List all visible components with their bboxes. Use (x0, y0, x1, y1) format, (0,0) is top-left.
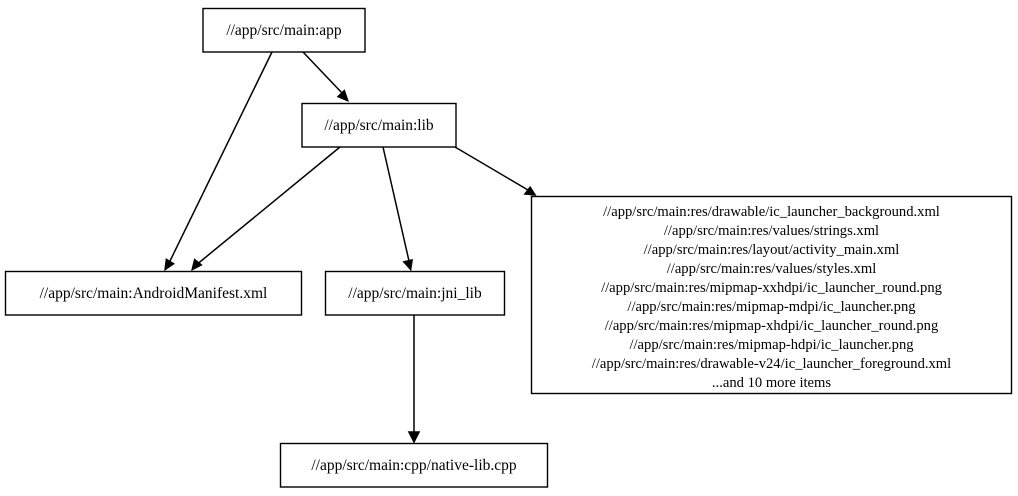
node-resources[interactable]: //app/src/main:res/drawable/ic_launcher_… (530, 195, 1013, 395)
resources-line-7: //app/src/main:res/mipmap-xhdpi/ic_launc… (605, 318, 939, 334)
edge-lib-to-androidmanifest (191, 146, 341, 272)
resources-line-10-more-items: ...and 10 more items (712, 375, 831, 391)
resources-line-2: //app/src/main:res/values/strings.xml (664, 223, 879, 239)
node-app-label: //app/src/main:app (226, 22, 342, 39)
node-native-lib[interactable]: //app/src/main:cpp/native-lib.cpp (279, 442, 549, 488)
resources-line-1: //app/src/main:res/drawable/ic_launcher_… (603, 204, 940, 220)
edge-lib-to-jni-lib (382, 146, 413, 272)
node-app[interactable]: //app/src/main:app (202, 7, 366, 53)
resources-line-8: //app/src/main:res/mipmap-hdpi/ic_launch… (629, 337, 914, 353)
resources-line-6: //app/src/main:res/mipmap-mdpi/ic_launch… (627, 299, 916, 315)
node-lib-label: //app/src/main:lib (324, 117, 434, 134)
edge-app-to-lib (302, 51, 349, 103)
node-jni-lib-label: //app/src/main:jni_lib (348, 285, 482, 302)
edge-jni-lib-to-native-lib (407, 315, 421, 444)
node-jni-lib[interactable]: //app/src/main:jni_lib (324, 270, 506, 316)
edge-app-to-androidmanifest (164, 51, 273, 272)
node-androidmanifest[interactable]: //app/src/main:AndroidManifest.xml (4, 270, 303, 316)
resources-line-3: //app/src/main:res/layout/activity_main.… (644, 242, 900, 258)
resources-line-4: //app/src/main:res/values/styles.xml (667, 261, 877, 277)
edge-lib-to-resources (454, 146, 537, 196)
node-native-lib-label: //app/src/main:cpp/native-lib.cpp (311, 457, 517, 474)
resources-line-9: //app/src/main:res/drawable-v24/ic_launc… (592, 356, 951, 372)
node-lib[interactable]: //app/src/main:lib (301, 102, 457, 148)
resources-line-5: //app/src/main:res/mipmap-xxhdpi/ic_laun… (601, 280, 943, 296)
node-androidmanifest-label: //app/src/main:AndroidManifest.xml (40, 285, 268, 302)
